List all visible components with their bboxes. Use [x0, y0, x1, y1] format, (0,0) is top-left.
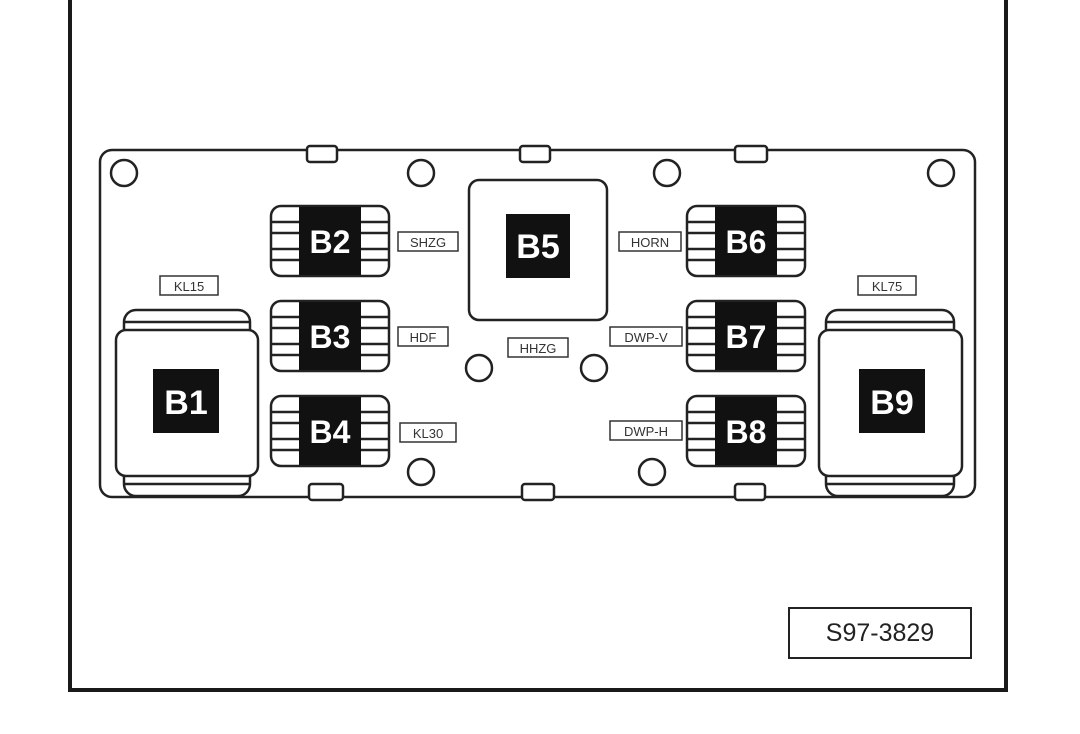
relay-b4-label-block — [299, 397, 361, 465]
tag-hdf: HDF — [410, 330, 437, 345]
relay-b7-label-block — [715, 302, 777, 370]
tag-kl30-box — [399, 422, 457, 443]
board-tab — [518, 144, 552, 164]
tag-hdf-box — [397, 326, 449, 347]
relay-b9-label: B9 — [870, 384, 913, 422]
tag-kl75-box — [857, 275, 917, 296]
mounting-hole — [579, 353, 609, 383]
board-tab — [520, 482, 556, 502]
tag-kl15: KL15 — [174, 279, 204, 294]
mounting-hole — [406, 158, 436, 188]
figure-reference-number: S97-3829 — [788, 607, 972, 659]
tag-dwp-v: DWP-V — [624, 330, 668, 345]
mounting-hole — [406, 457, 436, 487]
board-tab — [305, 144, 339, 164]
tag-hhzg-box — [507, 337, 569, 358]
relay-b9-label-block — [859, 369, 925, 433]
relay-b6-label: B6 — [726, 224, 767, 260]
mounting-hole — [926, 158, 956, 188]
relay-b4-label: B4 — [310, 414, 351, 450]
relay-b5-label-block — [506, 214, 570, 278]
tag-kl75: KL75 — [872, 279, 902, 294]
relay-b2-label-block — [299, 207, 361, 275]
board-tab — [733, 482, 767, 502]
tag-horn: HORN — [631, 235, 669, 250]
relay-b1-label: B1 — [164, 384, 207, 422]
relay-b8-label-block — [715, 397, 777, 465]
relay-b5-label: B5 — [516, 228, 559, 266]
tag-dwp-h-box — [609, 420, 683, 441]
tag-dwp-h: DWP-H — [624, 424, 668, 439]
mounting-hole — [637, 457, 667, 487]
relay-b3-label: B3 — [310, 319, 351, 355]
relay-b6-label-block — [715, 207, 777, 275]
mounting-hole — [109, 158, 139, 188]
tag-horn-box — [618, 231, 682, 252]
relay-b7-label: B7 — [726, 319, 767, 355]
tag-hhzg: HHZG — [520, 341, 557, 356]
mounting-hole — [652, 158, 682, 188]
relay-b8-label: B8 — [726, 414, 767, 450]
relay-b1-label-block — [153, 369, 219, 433]
board-tab — [307, 482, 345, 502]
tag-kl30: KL30 — [413, 426, 443, 441]
mounting-hole — [464, 353, 494, 383]
drawing-frame — [68, 0, 1008, 692]
relay-b3-label-block — [299, 302, 361, 370]
board-tab — [733, 144, 769, 164]
tag-dwp-v-box — [609, 326, 683, 347]
tag-shzg-box — [397, 231, 459, 252]
tag-kl15-box — [159, 275, 219, 296]
tag-shzg: SHZG — [410, 235, 446, 250]
relay-b2-label: B2 — [310, 224, 351, 260]
